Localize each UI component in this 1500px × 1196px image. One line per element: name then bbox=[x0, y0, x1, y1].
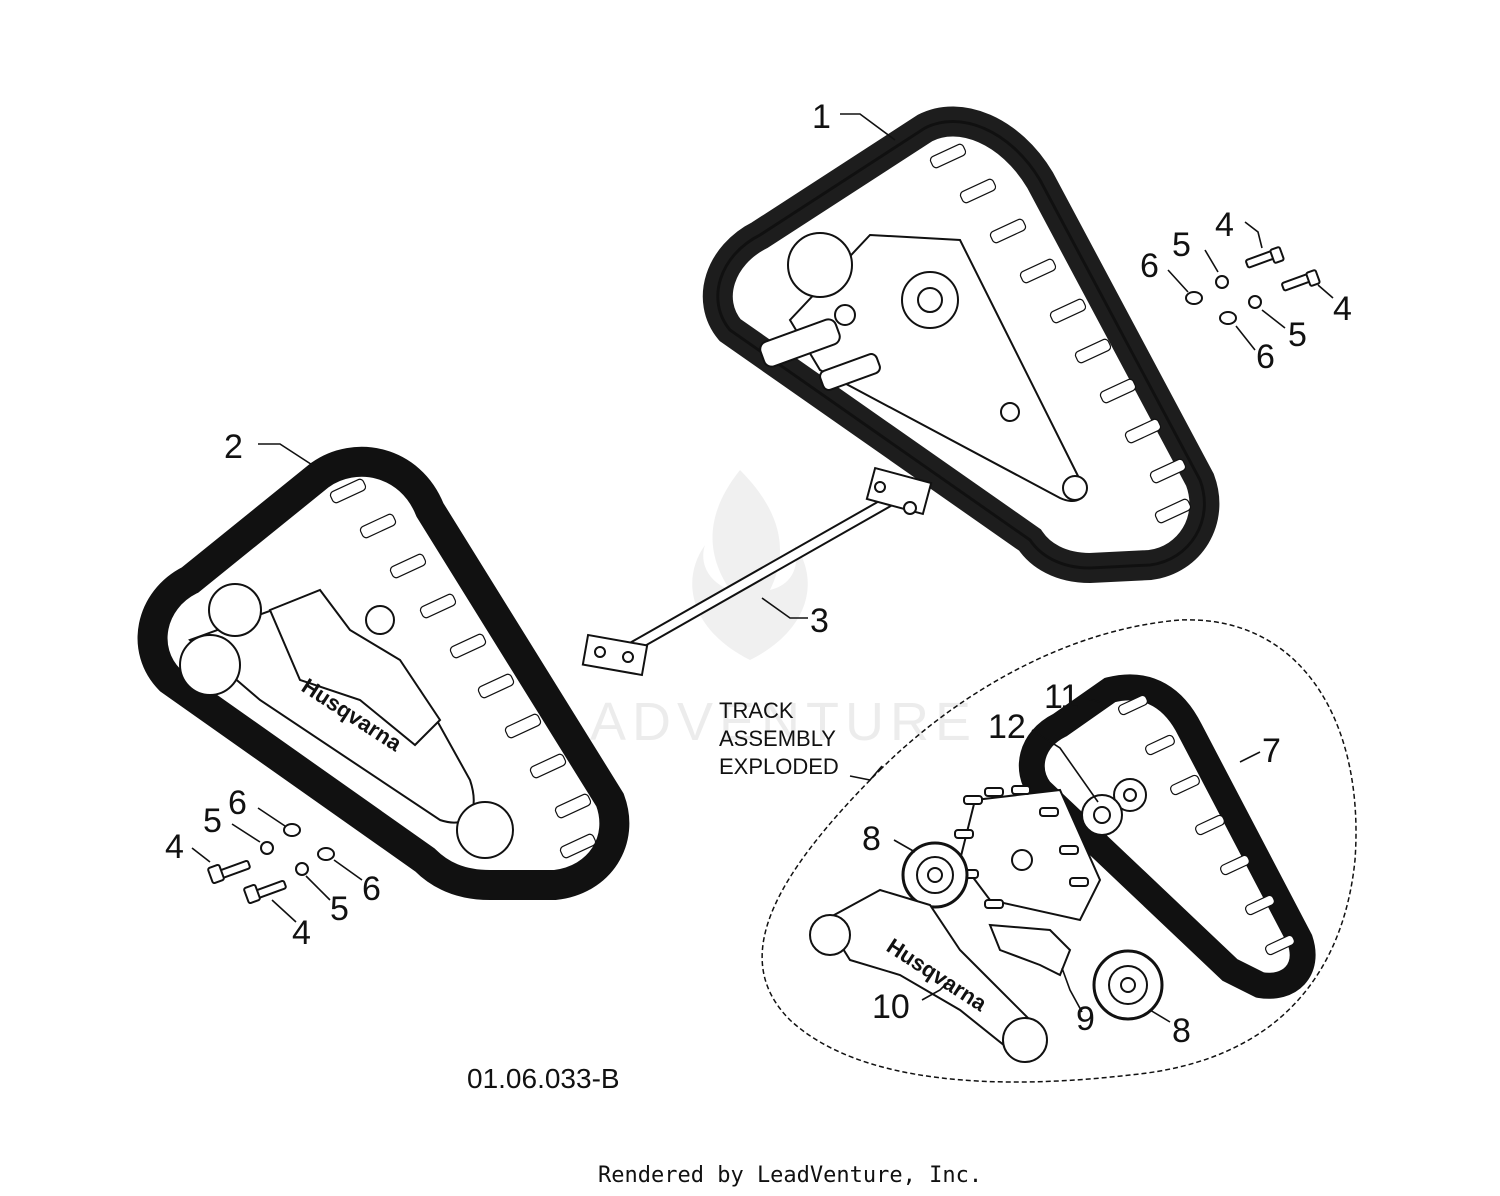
callout-6b: 6 bbox=[1256, 338, 1275, 376]
callout-7: 7 bbox=[1262, 732, 1281, 770]
callout-4a: 4 bbox=[1215, 206, 1234, 244]
callout-5b: 5 bbox=[1288, 316, 1307, 354]
callouts: 1 2 3 4 4 5 5 6 6 4 4 5 5 6 6 7 8 8 9 10… bbox=[165, 98, 1352, 1050]
callout-2: 2 bbox=[224, 428, 243, 466]
exploded-boundary bbox=[761, 619, 1357, 1083]
exploded-label-line-2: ASSEMBLY bbox=[719, 726, 836, 751]
hardware-left bbox=[207, 823, 335, 905]
frame-studs bbox=[954, 785, 1089, 909]
footer-credit: Rendered by LeadVenture, Inc. bbox=[598, 1163, 982, 1188]
track-2-lugs bbox=[329, 478, 597, 859]
callout-12: 12 bbox=[988, 708, 1026, 746]
leader-lines bbox=[191, 113, 1334, 1023]
exploded-label: TRACK ASSEMBLY EXPLODED bbox=[719, 698, 839, 779]
flame-logo-icon bbox=[692, 470, 808, 660]
callout-1: 1 bbox=[812, 98, 831, 136]
callout-4c: 4 bbox=[165, 828, 184, 866]
watermark-text: ADVENTURE bbox=[590, 692, 977, 752]
callout-5a: 5 bbox=[1172, 226, 1191, 264]
callout-9: 9 bbox=[1076, 1000, 1095, 1038]
callout-8a: 8 bbox=[862, 820, 881, 858]
callout-5c: 5 bbox=[203, 802, 222, 840]
hardware-right bbox=[1185, 246, 1321, 325]
callout-10: 10 bbox=[872, 988, 910, 1026]
track-7-lugs bbox=[1118, 694, 1295, 956]
callout-4d: 4 bbox=[292, 914, 311, 952]
callout-3: 3 bbox=[810, 602, 829, 640]
drawing-code: 01.06.033-B bbox=[467, 1063, 620, 1094]
callout-11: 11 bbox=[1044, 678, 1079, 716]
exploded-label-line-1: TRACK bbox=[719, 698, 794, 723]
exploded-assembly: Husqvarna bbox=[761, 619, 1357, 1083]
exploded-label-line-3: EXPLODED bbox=[719, 754, 839, 779]
watermark: ADVENTURE bbox=[590, 470, 977, 752]
callout-8b: 8 bbox=[1172, 1012, 1191, 1050]
track-2: Husqvarna bbox=[137, 446, 630, 900]
track-1 bbox=[702, 106, 1220, 584]
callout-4b: 4 bbox=[1333, 290, 1352, 328]
axle-3 bbox=[581, 466, 933, 677]
track-1-lugs bbox=[929, 143, 1192, 524]
callout-6d: 6 bbox=[362, 870, 381, 908]
callout-5d: 5 bbox=[330, 890, 349, 928]
callout-6a: 6 bbox=[1140, 247, 1159, 285]
callout-6c: 6 bbox=[228, 784, 247, 822]
